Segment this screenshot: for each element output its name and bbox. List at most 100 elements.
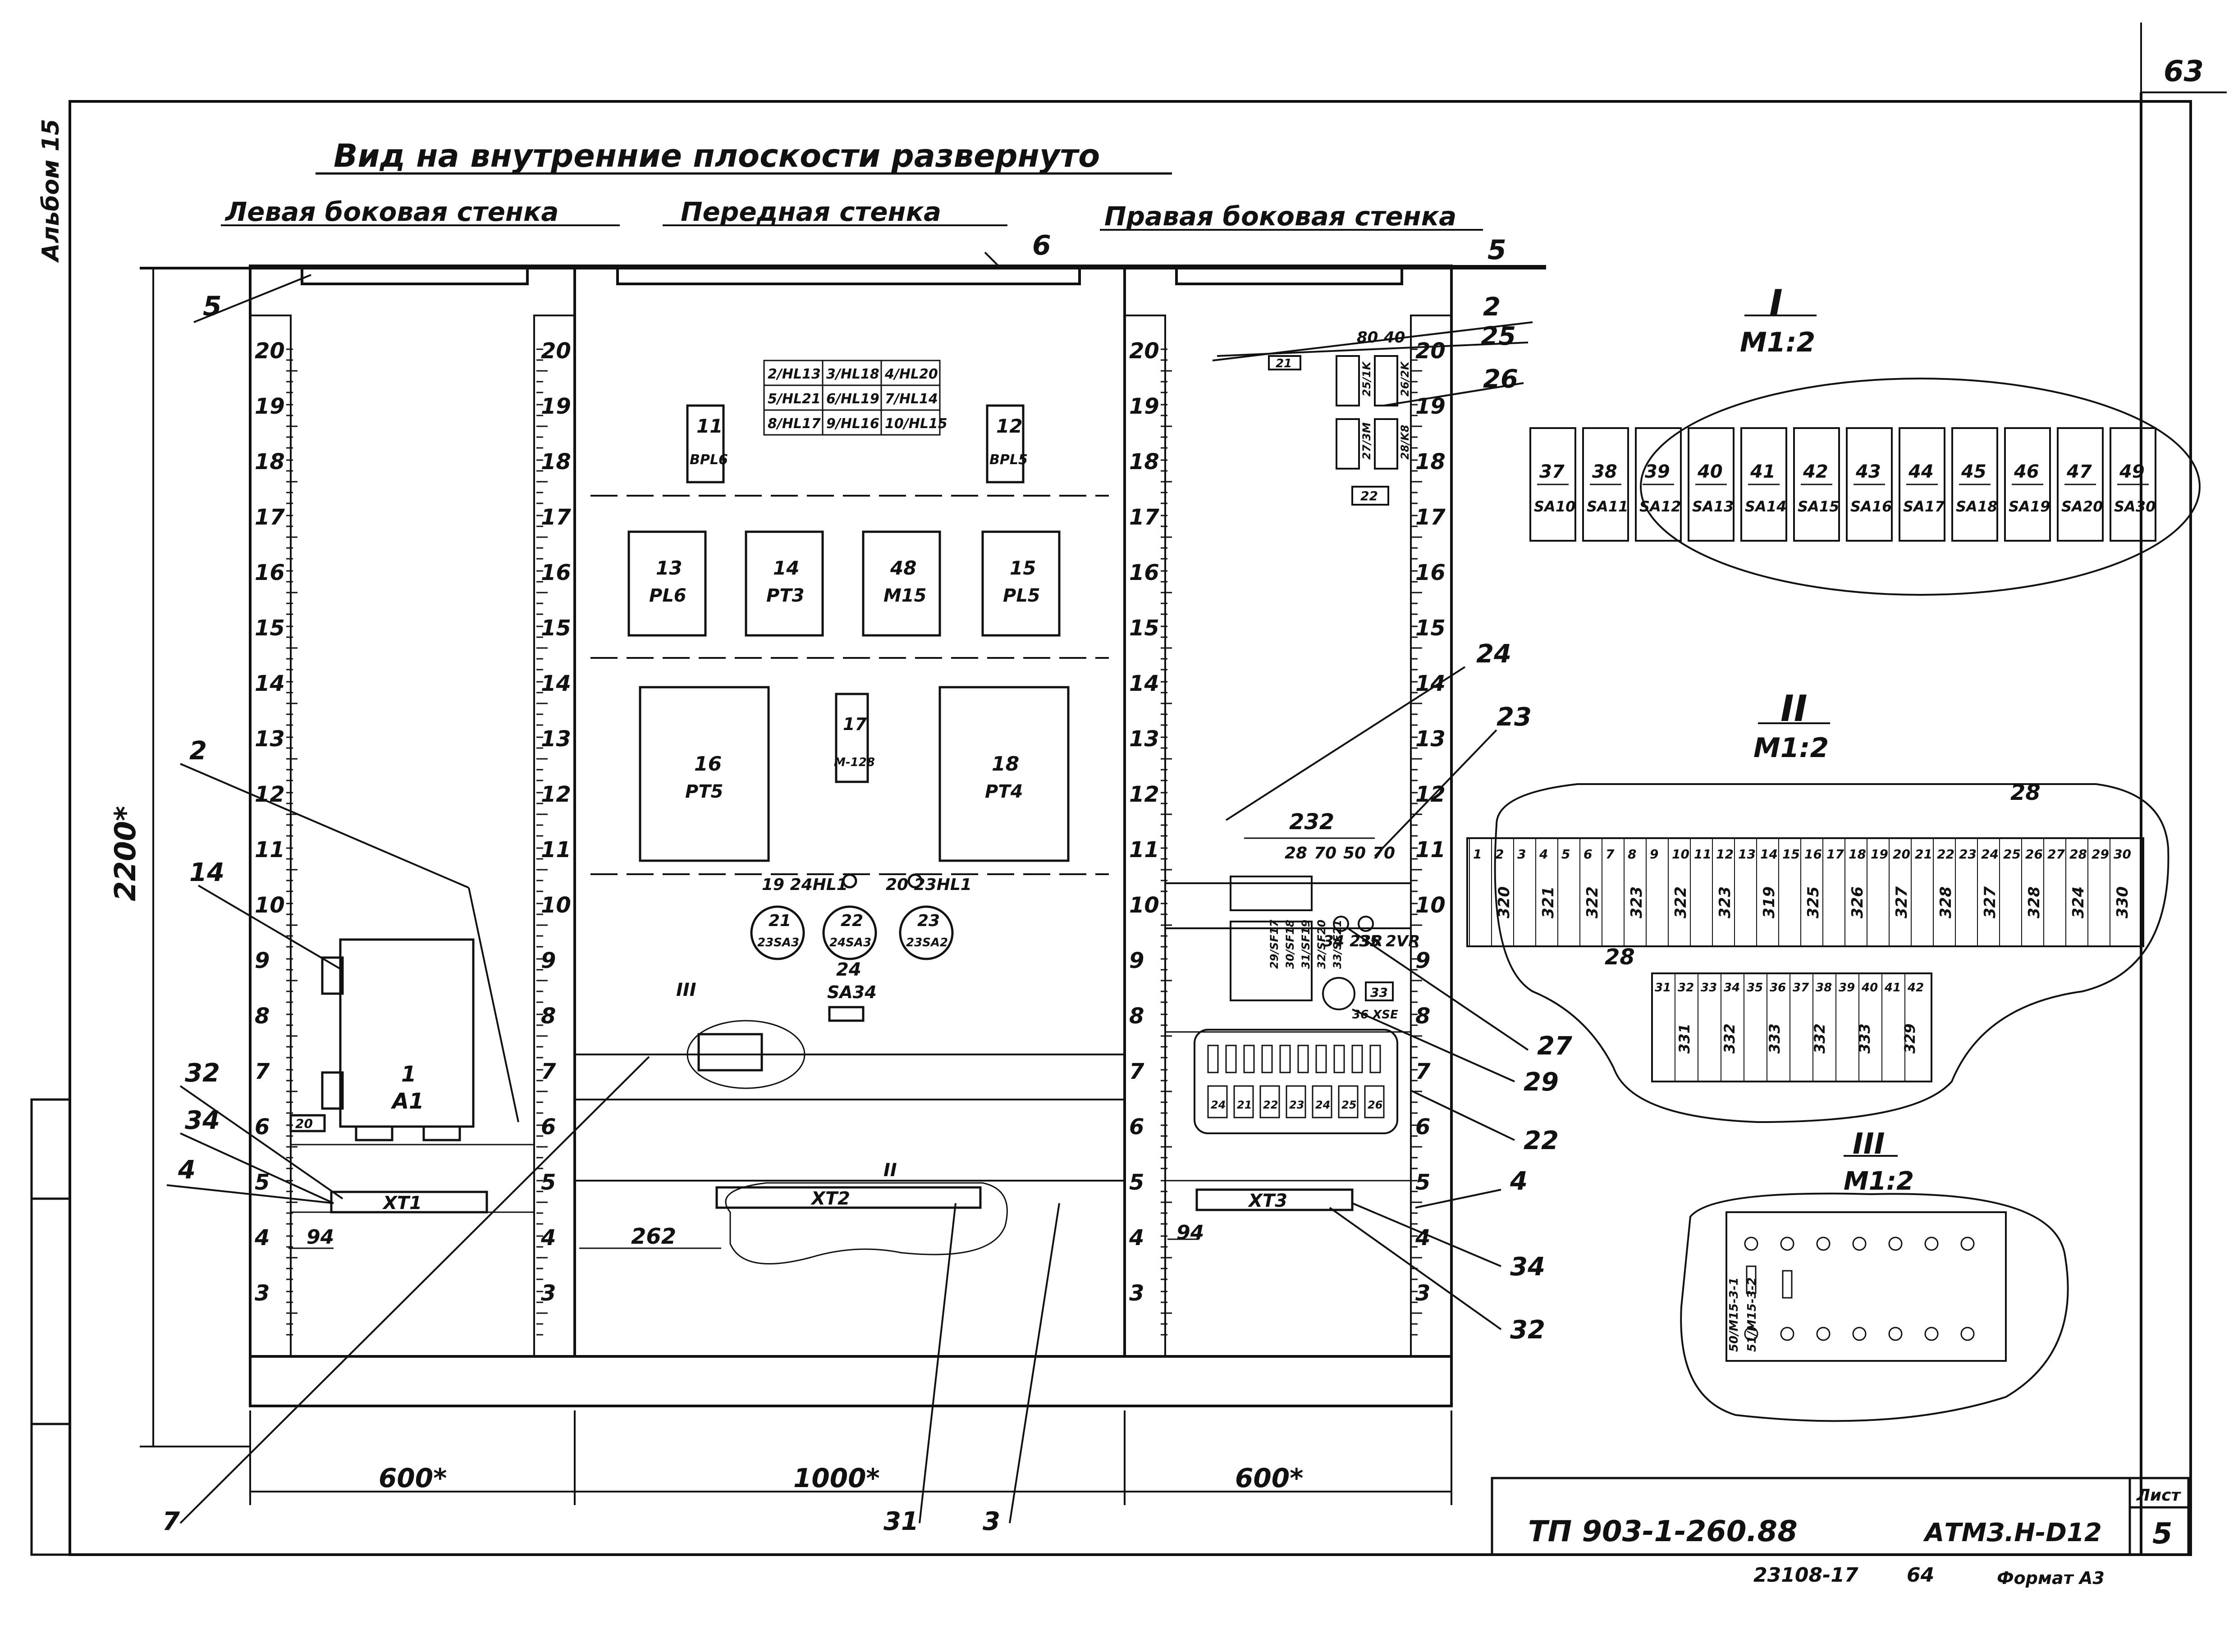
rw-terminal-slot — [1351, 1045, 1363, 1073]
dev-22-code: 24SA3 — [829, 936, 871, 949]
rail-scale-number: 7 — [541, 1059, 556, 1084]
dev-13-num: 13 — [656, 557, 682, 579]
dev-11-num: 11 — [696, 415, 723, 437]
view-II-top-num: 10 — [1672, 847, 1689, 862]
dim-50: 50 — [1343, 844, 1366, 863]
dim-right-width: 600* — [1235, 1463, 1303, 1493]
rw-sf-label: 33/SF21 — [1331, 920, 1344, 969]
callout-24: 24 — [1476, 639, 1511, 669]
dev-18-num: 18 — [992, 753, 1019, 776]
rail-scale-number: 9 — [255, 948, 270, 973]
rail-scale-number: 14 — [1415, 671, 1446, 696]
rail-scale-number: 18 — [255, 449, 285, 475]
rail-scale-number: 9 — [541, 948, 556, 973]
callout-29: 29 — [1524, 1068, 1559, 1097]
callout-31: 31 — [883, 1507, 919, 1536]
rail-scale-number: 15 — [255, 616, 285, 641]
terminal-xt1: XT1 — [382, 1193, 422, 1214]
rw-33: 33 — [1370, 985, 1388, 1000]
view-III-pin — [1816, 1237, 1831, 1251]
dev-48-code: M15 — [883, 585, 926, 606]
rail-scale-number: 11 — [1129, 837, 1159, 863]
view-III-pin — [1816, 1327, 1831, 1341]
callout-6: 6 — [1032, 230, 1051, 261]
view-I-switch — [1529, 427, 1576, 542]
rail-scale-number: 18 — [1129, 449, 1159, 475]
rail-scale-number: 11 — [1415, 837, 1446, 863]
rw-35: 35 2VR — [1359, 932, 1420, 950]
view-II-bot-num: 33 — [1701, 981, 1717, 995]
view-I-switch-code: SA14 — [1745, 498, 1786, 515]
view-II-top-code: 326 — [1849, 886, 1867, 918]
callout-25: 25 — [1481, 322, 1516, 351]
view-I-switch-num: 42 — [1803, 461, 1828, 482]
view-I-switch — [1688, 427, 1735, 542]
rail-scale-number: 11 — [541, 837, 571, 863]
left-wall-device — [289, 938, 1354, 1214]
terminal-xt3: XT3 — [1247, 1191, 1287, 1211]
rail-scale-number: 20 — [255, 338, 285, 364]
callout-32-left: 32 — [185, 1059, 220, 1088]
view-III-pin — [1924, 1237, 1939, 1251]
callout-14: 14 — [189, 858, 224, 887]
view-II-bot-num: 40 — [1861, 981, 1878, 995]
view-II-top-num: 8 — [1628, 847, 1636, 862]
stamp-sheet-number: 5 — [2152, 1517, 2173, 1551]
view-III-panel — [1725, 1211, 2007, 1362]
view-I-switch — [1740, 427, 1787, 542]
dev-23-code: 23SA2 — [906, 936, 948, 949]
view-I-switch-code: SA13 — [1692, 498, 1734, 515]
sheet-number: 63 — [2164, 55, 2204, 88]
view-II-top-code: 327 — [1893, 886, 1911, 918]
view-III-pin — [1960, 1237, 1975, 1251]
rw-sf-label: 29/SF17 — [1268, 919, 1281, 969]
callout-2-top: 2 — [1483, 292, 1501, 322]
rw-terminal-label: 22 — [1263, 1099, 1278, 1111]
view-I-switch-num: 38 — [1592, 461, 1617, 482]
rw-34: 34 23R — [1323, 932, 1383, 950]
view-I-switch-num: 41 — [1750, 461, 1776, 482]
rw-terminal — [1364, 1085, 1385, 1118]
view-II-top-code: 323 — [1628, 886, 1646, 918]
rw-21: 21 — [1276, 357, 1292, 370]
rw-terminal-label: 23 — [1289, 1099, 1304, 1111]
view-II-top-num: 17 — [1826, 847, 1844, 862]
rail-scale-number: 5 — [541, 1170, 556, 1195]
view-II-bot-code: 332 — [1811, 1023, 1828, 1054]
view-II-bot-code: 333 — [1856, 1023, 1873, 1054]
view-I-switch-code: SA15 — [1798, 498, 1839, 515]
dev-21-num: 21 — [769, 912, 791, 930]
view-I-scale: M1:2 — [1740, 327, 1815, 358]
view-II-label-28b: 28 — [1605, 945, 1635, 970]
callout-32-right: 32 — [1510, 1315, 1545, 1345]
view-II-top-code: 324 — [2069, 886, 2087, 918]
rail-scale-number: 19 — [541, 394, 571, 419]
rw-27: 27/3M — [1360, 422, 1373, 460]
album-label: Альбом 15 — [37, 119, 64, 263]
rw-terminal-label: 26 — [1368, 1099, 1382, 1111]
rail-scale-number: 19 — [255, 394, 285, 419]
rail-scale-number: 10 — [1415, 893, 1446, 918]
rw-terminal — [1207, 1085, 1228, 1118]
hl-cell-label: 9/HL16 — [826, 416, 879, 432]
rail-scale-number: 7 — [1415, 1059, 1431, 1084]
rail-scale-number: 13 — [255, 726, 285, 752]
dim-height: 2200* — [109, 806, 142, 901]
rail-scale-number: 9 — [1415, 948, 1430, 973]
view-III-pin — [1780, 1237, 1794, 1251]
view-I-switch-code: SA18 — [1956, 498, 1997, 515]
dev-1-code: A1 — [390, 1089, 424, 1114]
rail-scale-number: 5 — [1415, 1170, 1430, 1195]
view-I-outline — [1640, 378, 2201, 596]
view-II-top-num: 21 — [1915, 847, 1932, 862]
view-II-top-num: 18 — [1849, 847, 1866, 862]
rw-terminal-label: 24 — [1211, 1099, 1226, 1111]
dim-70a: 70 — [1314, 844, 1336, 863]
view-II-top-num: 16 — [1804, 847, 1822, 862]
hl-cell-label: 8/HL17 — [768, 416, 821, 432]
rail-scale-number: 12 — [541, 782, 571, 807]
